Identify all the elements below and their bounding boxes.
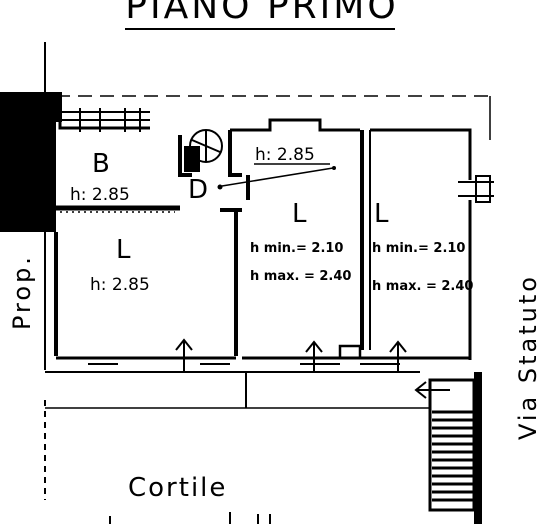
entry-arrow-l3 xyxy=(389,340,407,372)
room-l2-hmax: h max. = 2.40 xyxy=(250,269,351,284)
plan-title: PIANO PRIMO xyxy=(125,0,398,27)
room-b-letter: B xyxy=(92,149,110,179)
room-l1-height: h: 2.85 xyxy=(90,275,150,295)
corridor-wall-mid xyxy=(228,130,242,177)
prop-label: Prop. xyxy=(8,254,36,330)
room-d-letter: D xyxy=(188,175,208,205)
door-swing xyxy=(221,167,334,187)
street-label: Via Statuto xyxy=(514,274,538,440)
room-l1-letter: L xyxy=(116,235,131,265)
neighbour-wall xyxy=(0,92,56,232)
door-hinge xyxy=(217,184,223,190)
north-wall-far-right xyxy=(370,128,472,180)
spiral-stair-block xyxy=(184,146,200,172)
entry-arrow-l1 xyxy=(175,338,193,372)
north-wall-right xyxy=(230,118,360,132)
room-l2-letter: L xyxy=(292,199,307,229)
room-l3-letter: L xyxy=(374,199,389,229)
room-b-height: h: 2.85 xyxy=(70,185,130,205)
room-l2-hmin: h min.= 2.10 xyxy=(250,241,343,256)
east-window-frame xyxy=(475,175,491,203)
corridor-wall-left xyxy=(178,135,192,177)
external-stair-treads xyxy=(432,410,474,502)
door-end xyxy=(332,166,336,170)
stair-arrow xyxy=(414,381,450,399)
room-l3-hmin: h min.= 2.10 xyxy=(372,241,465,256)
room-d-height: h: 2.85 xyxy=(255,145,315,165)
entry-arrow-l2 xyxy=(305,340,323,372)
courtyard-label: Cortile xyxy=(128,473,227,503)
room-l3-hmax: h max. = 2.40 xyxy=(372,279,473,294)
south-step xyxy=(338,344,362,358)
